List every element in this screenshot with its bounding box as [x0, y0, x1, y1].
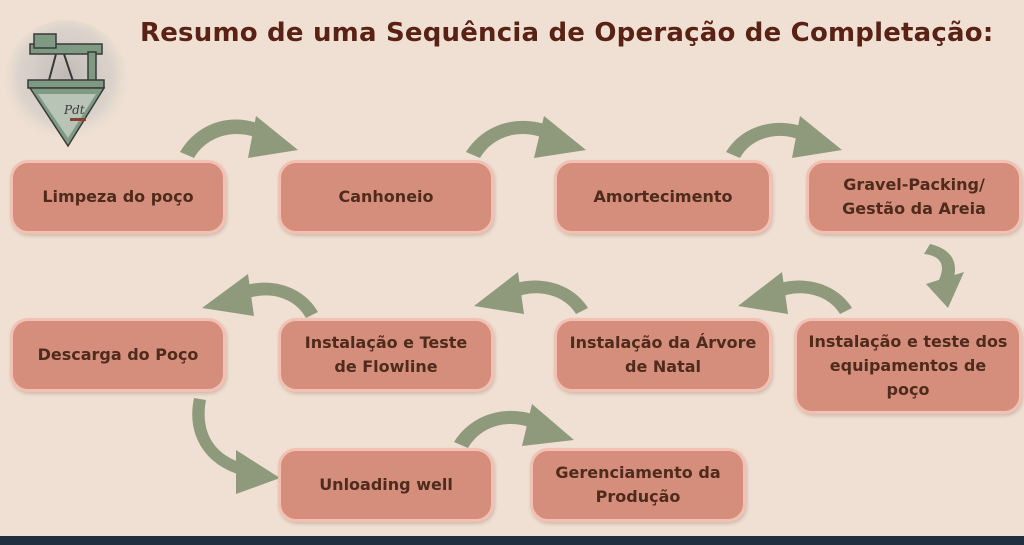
arrow-equipamentos-to-arvore [738, 272, 852, 314]
step-amortecimento: Amortecimento [554, 160, 772, 234]
step-label: Descarga do Poço [37, 345, 199, 364]
page-title: Resumo de uma Sequência de Operação de C… [140, 18, 994, 48]
step-instalacao-equipamentos: Instalação e teste dos equipamentos de p… [794, 318, 1022, 414]
step-canhoneio: Canhoneio [278, 160, 494, 234]
step-label: Amortecimento [593, 187, 733, 206]
step-label: Instalação da Árvore de Natal [569, 333, 757, 376]
arrow-descarga-to-unloading [192, 398, 280, 494]
step-descarga-do-poco: Descarga do Poço [10, 318, 226, 392]
step-label: Canhoneio [338, 187, 434, 206]
step-label: Instalação e teste dos equipamentos de p… [808, 332, 1008, 399]
arrow-flowline-to-descarga [202, 274, 318, 318]
arrow-limpeza-to-canhoneio [180, 116, 298, 158]
step-label: Instalação e Teste de Flowline [304, 333, 468, 376]
arrow-amortecimento-to-gravel [726, 116, 842, 158]
step-unloading-well: Unloading well [278, 448, 494, 522]
arrow-arvore-to-flowline [474, 272, 588, 314]
arrow-unloading-to-gerenciamento [454, 404, 574, 448]
bottom-bar [0, 536, 1024, 545]
step-arvore-de-natal: Instalação da Árvore de Natal [554, 318, 772, 392]
step-label: Gravel-Packing/ Gestão da Areia [842, 175, 986, 218]
step-label: Gerenciamento da Produção [555, 463, 721, 506]
step-flowline: Instalação e Teste de Flowline [278, 318, 494, 392]
svg-text:Pdt: Pdt [63, 103, 85, 117]
step-gerenciamento-producao: Gerenciamento da Produção [530, 448, 746, 522]
step-label: Limpeza do poço [42, 187, 194, 206]
step-label: Unloading well [319, 475, 453, 494]
arrow-gravel-to-equipamentos [924, 244, 964, 308]
arrow-canhoneio-to-amortecimento [466, 116, 586, 158]
step-limpeza-do-poco: Limpeza do poço [10, 160, 226, 234]
step-gravel-packing: Gravel-Packing/ Gestão da Areia [806, 160, 1022, 234]
logo-icon: Pdt [4, 20, 128, 148]
